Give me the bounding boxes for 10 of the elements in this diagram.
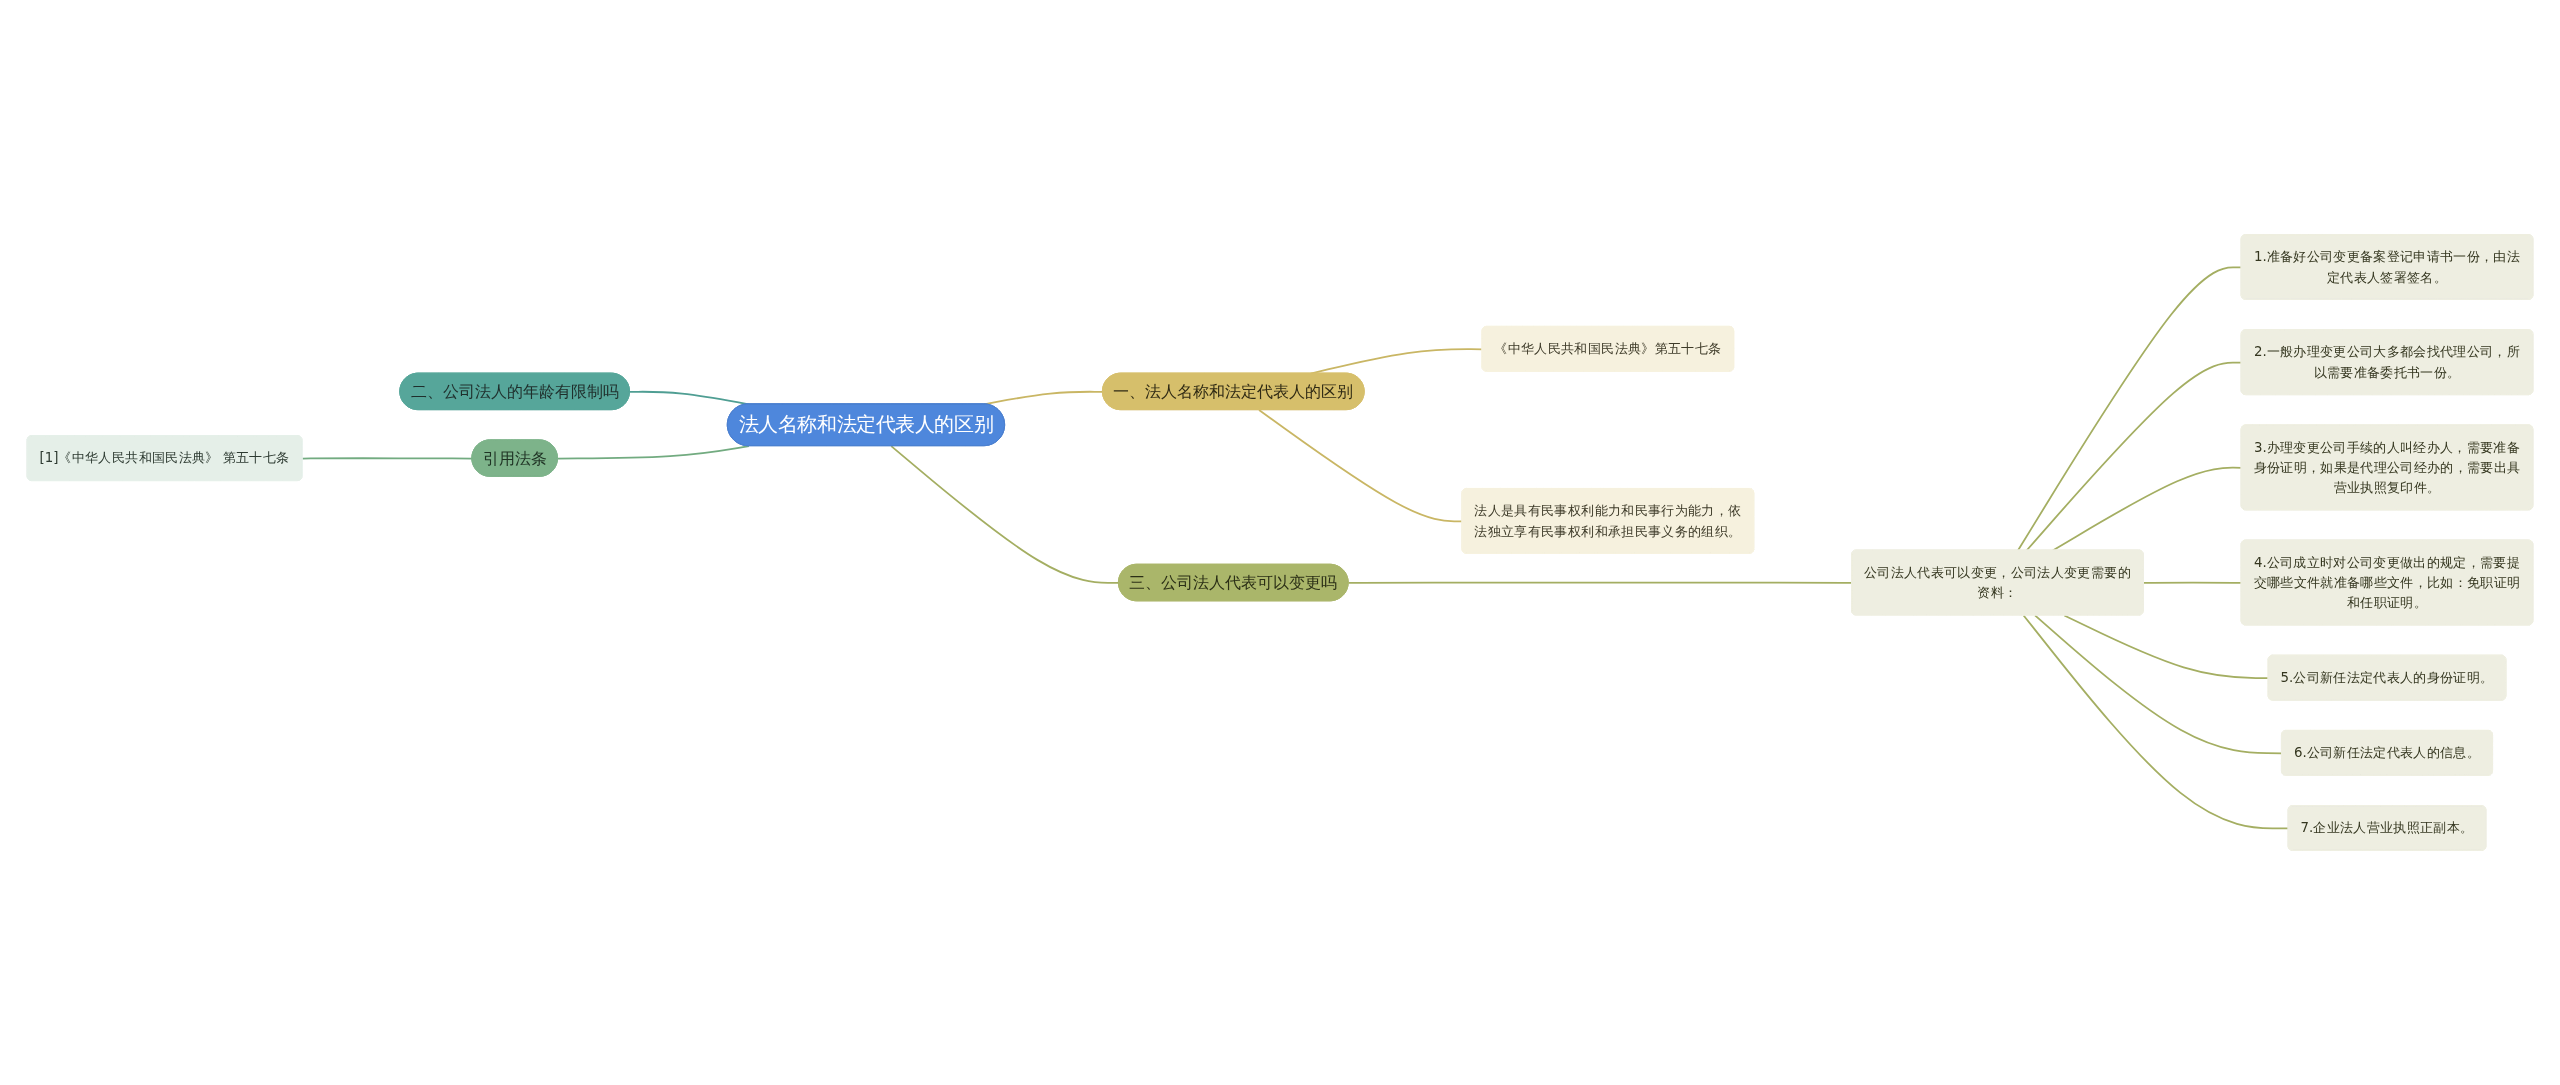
connector	[557, 445, 750, 460]
connector	[2022, 614, 2290, 830]
connector	[1347, 581, 1853, 584]
connector	[2017, 266, 2243, 552]
connector	[2025, 361, 2243, 552]
connector	[2142, 581, 2243, 584]
connector	[2034, 614, 2283, 755]
connector	[890, 445, 1120, 584]
connector	[2063, 614, 2270, 680]
connector	[2051, 466, 2243, 552]
